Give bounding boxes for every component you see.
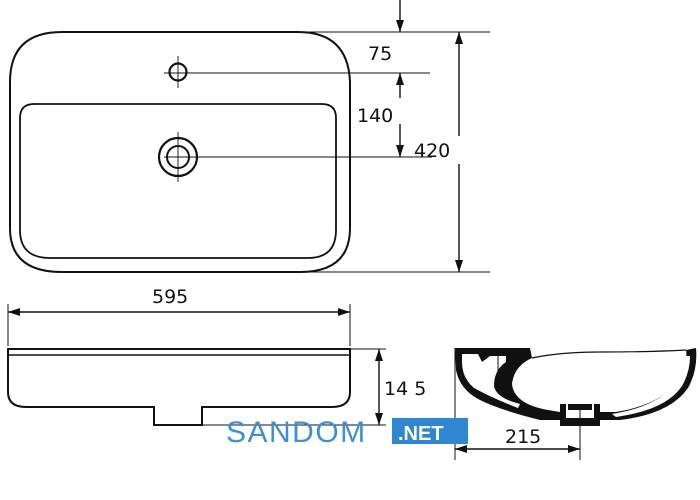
top-view-dimensions: 75 140 420	[164, 0, 490, 273]
section-bowl-inner-line	[531, 349, 687, 359]
dim-label-145: 14 5	[384, 378, 426, 400]
dim-label-75: 75	[368, 43, 392, 65]
arrow-75-down	[396, 20, 404, 32]
arrow-420-up	[455, 32, 463, 44]
watermark-suffix: .NET	[398, 423, 444, 445]
dim-label-215: 215	[505, 426, 541, 448]
arrow-140-down	[396, 145, 404, 157]
basin-inner-outline	[19, 103, 337, 259]
arrow-215-left	[455, 445, 467, 453]
section-right-wall	[600, 348, 697, 420]
arrow-145-down	[375, 413, 383, 425]
basin-outer-outline	[9, 31, 351, 273]
section-left-cavity	[462, 354, 520, 408]
arrow-75-up	[396, 73, 404, 85]
arrow-215-right	[568, 445, 580, 453]
watermark-logo: SANDOM .NET	[226, 416, 468, 449]
section-right-cavity	[612, 356, 690, 417]
dim-label-420: 420	[414, 140, 450, 162]
arrow-595-right	[338, 308, 350, 316]
front-body-outline	[7, 348, 351, 426]
watermark-badge	[392, 418, 468, 444]
arrow-145-up	[375, 349, 383, 361]
section-view: 215	[454, 348, 697, 460]
front-view: 595 14 5	[7, 286, 426, 426]
watermark-name: SANDOM	[226, 416, 367, 449]
top-view	[9, 31, 351, 273]
dim-label-140: 140	[357, 105, 393, 127]
arrow-420-down	[455, 260, 463, 272]
dim-label-595: 595	[152, 286, 188, 308]
arrow-595-left	[8, 308, 20, 316]
section-hatch-line-2	[469, 359, 487, 395]
